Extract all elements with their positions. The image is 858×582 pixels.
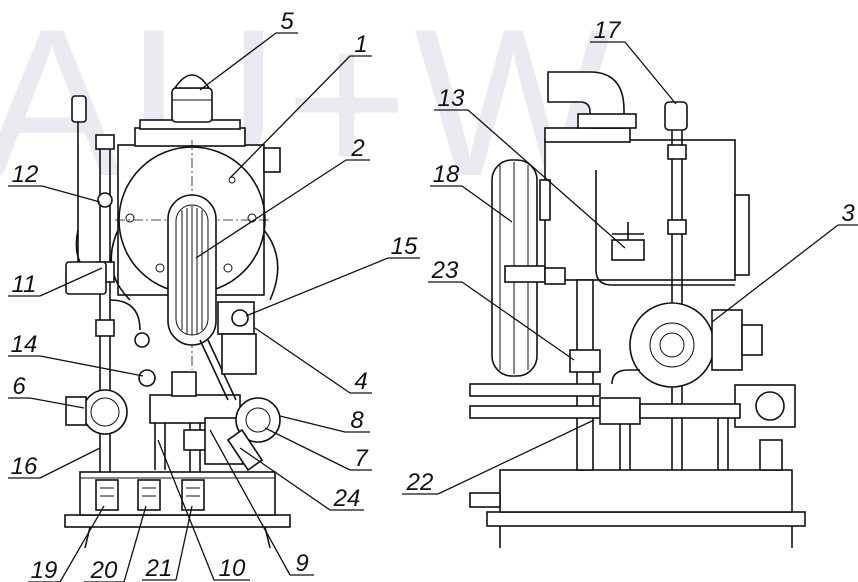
callout-11: 11	[12, 271, 37, 298]
leader-lines	[8, 32, 858, 582]
callout-10: 10	[219, 555, 246, 582]
pump-7	[235, 397, 281, 443]
callout-19: 19	[31, 557, 58, 582]
pump-motor-box	[65, 396, 87, 426]
base-frame-side	[499, 469, 793, 513]
callout-labels: 1 2 3 4 5 6 7 8 9 10 11 12 13 14 15 16 1…	[11, 8, 856, 582]
callout-13: 13	[438, 85, 465, 112]
valve-14	[138, 369, 156, 387]
base-plate-side	[486, 511, 806, 527]
side-view	[469, 71, 806, 548]
valve-13	[611, 239, 645, 261]
callout-16: 16	[11, 453, 38, 480]
air-vent-left	[71, 95, 87, 123]
air-vent-17	[664, 101, 688, 131]
callout-18: 18	[433, 161, 460, 188]
callout-1: 1	[354, 31, 367, 58]
bottom-outlets	[95, 479, 205, 511]
callout-24: 24	[333, 485, 361, 512]
callout-7: 7	[354, 445, 369, 472]
callout-22: 22	[406, 469, 434, 496]
pipe-lower	[469, 405, 606, 419]
valve-12	[97, 192, 113, 208]
callout-4: 4	[354, 368, 367, 395]
callout-23: 23	[431, 257, 459, 284]
callout-6: 6	[12, 373, 26, 400]
callout-14: 14	[11, 331, 38, 358]
control-box-4	[221, 333, 257, 375]
burner-fan	[629, 302, 715, 388]
callout-12: 12	[12, 161, 39, 188]
callout-15: 15	[391, 233, 418, 260]
pump-6	[82, 389, 128, 435]
front-view	[64, 74, 291, 549]
callout-9: 9	[295, 550, 308, 577]
chimney-cap	[171, 87, 213, 123]
callout-20: 20	[90, 557, 118, 582]
pipe-upper	[469, 383, 601, 397]
top-flange	[134, 127, 246, 147]
callout-5: 5	[280, 8, 294, 35]
callout-17: 17	[594, 17, 622, 44]
support-column	[576, 279, 594, 471]
callout-8: 8	[350, 407, 364, 434]
base-plate-front	[64, 514, 291, 528]
callout-3: 3	[841, 200, 855, 227]
callout-2: 2	[350, 135, 364, 162]
callout-21: 21	[145, 555, 173, 582]
